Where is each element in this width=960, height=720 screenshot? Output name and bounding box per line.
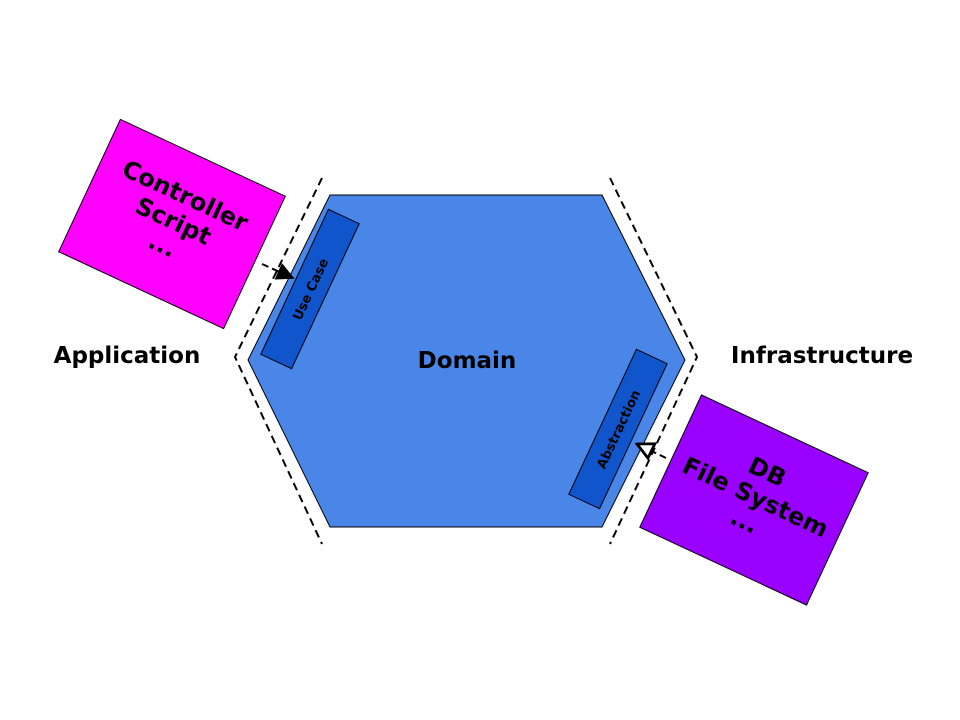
abstraction-port: Abstraction xyxy=(568,348,668,510)
boundary-right xyxy=(609,177,699,545)
uses-arrow xyxy=(261,263,295,280)
hexagon-boundary xyxy=(233,177,699,545)
infrastructure-label: Infrastructure xyxy=(731,343,913,369)
use-case-bar xyxy=(260,208,360,370)
implements-arrow xyxy=(637,444,667,458)
domain-label: Domain xyxy=(418,348,517,374)
infrastructure-adapter-rect xyxy=(639,394,869,606)
abstraction-bar xyxy=(568,348,668,510)
application-adapter-rect xyxy=(58,118,286,330)
application-adapter-box: Controller Script ... xyxy=(58,118,286,330)
boundary-left xyxy=(233,177,323,545)
application-label: Application xyxy=(54,343,201,369)
infrastructure-adapter-box: DB File System ... xyxy=(639,394,869,606)
domain-hexagon xyxy=(247,194,686,528)
